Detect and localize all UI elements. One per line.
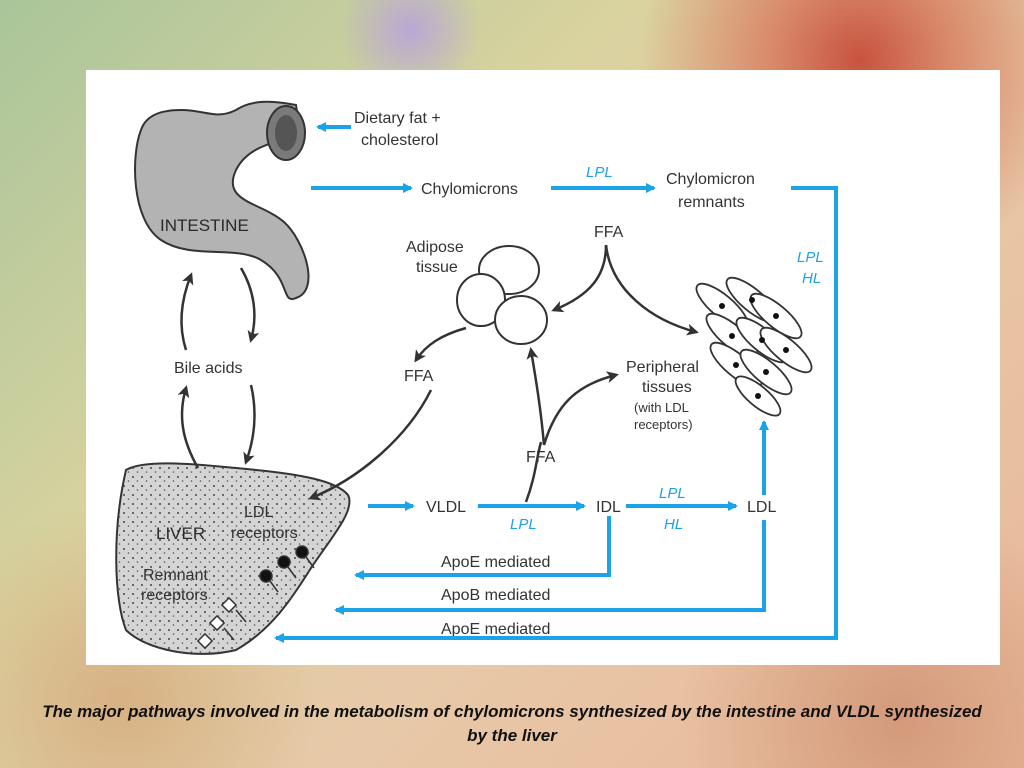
arrow-ffa-to-adipose [551,244,608,313]
arrow-vldl-ffa-stem [524,441,543,503]
arrow-idl-to-liver [354,516,611,580]
arrow-ldl-to-liver [334,520,766,615]
apoe-mediated-remnant-label: ApoE mediated [441,621,550,638]
apob-mediated-label: ApoB mediated [441,587,550,604]
remnant-receptor-symbols [196,596,247,650]
intestine-organ [134,100,310,301]
hl-remnant-label: HL [802,270,821,287]
arrow-ffa-to-peripheral-up [542,371,619,446]
blue-pathway-arrows [274,122,838,643]
idl-label: IDL [596,499,621,516]
arrow-ffa-to-peripheral [604,244,699,336]
arrow-ffa-to-adipose-up [526,347,546,446]
peripheral-cells [695,276,813,417]
ffa-bottom-label: FFA [526,449,556,466]
intestine-label: INTESTINE [160,216,249,235]
bile-acids-label: Bile acids [174,360,242,377]
arrow-liver-to-bile [177,385,200,469]
adipose-cells [456,245,548,345]
apoe-mediated-idl-label: ApoE mediated [441,554,550,571]
dietary-fat-label: Dietary fat +cholesterol [354,110,441,149]
ffa-left-label: FFA [404,368,434,385]
arrow-bile-to-liver [243,384,256,465]
chylomicrons-label: Chylomicrons [421,181,518,198]
lpl-vldl-label: LPL [510,516,537,533]
hl-idl-label: HL [664,516,683,533]
arrow-adipose-to-ffa [414,326,467,363]
liver-organ [115,462,351,655]
arrow-ffa-to-liver [308,389,433,501]
lpl-remnant-label: LPL [797,249,824,266]
arrow-remnants-to-liver [274,186,838,643]
figure-caption: The major pathways involved in the metab… [42,702,982,745]
arrow-intestine-to-bile [239,267,260,343]
lpl-idl-label: LPL [659,485,686,502]
lpl-chylomicron-label: LPL [586,164,613,181]
black-pathway-arrows [177,244,699,503]
liver-label: LIVER [156,524,205,543]
ldl-receptor-symbols [259,545,315,593]
vldl-label: VLDL [426,499,466,516]
ffa-top-label: FFA [594,224,624,241]
ldl-label: LDL [747,499,776,516]
arrow-bile-to-intestine [180,272,194,351]
